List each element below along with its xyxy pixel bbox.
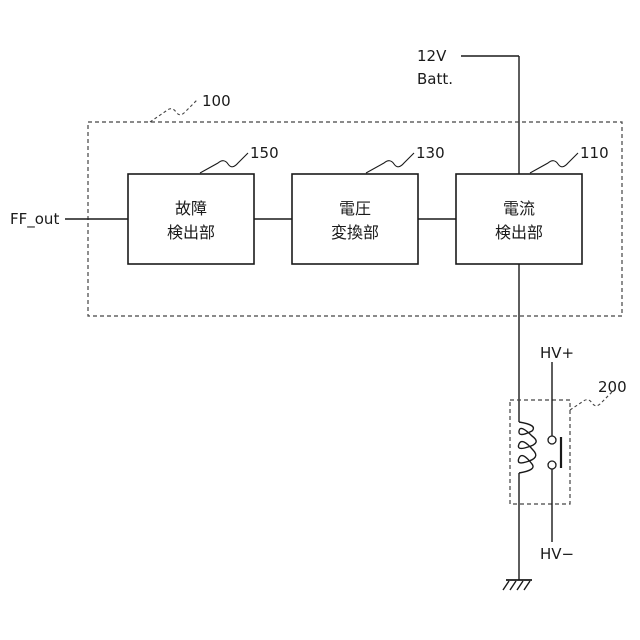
block-current-detect-box xyxy=(456,174,582,264)
block-fault-detect-box xyxy=(128,174,254,264)
block-150-leader xyxy=(200,153,248,173)
block-voltage-convert-box xyxy=(292,174,418,264)
contact-lower-terminal xyxy=(548,461,556,469)
block-voltage-convert-line1: 電圧 xyxy=(339,199,371,218)
block-110-ref: 110 xyxy=(580,144,609,162)
block-fault-detect-line2: 検出部 xyxy=(167,223,215,242)
supply-batt-label: Batt. xyxy=(417,70,453,88)
block-150-ref: 150 xyxy=(250,144,279,162)
module-100-leader xyxy=(150,100,197,122)
contact-upper-terminal xyxy=(548,436,556,444)
relay-200-ref: 200 xyxy=(598,378,627,396)
hv-minus-label: HV− xyxy=(540,545,574,563)
hv-plus-label: HV+ xyxy=(540,344,574,362)
block-voltage-convert-line2: 変換部 xyxy=(331,223,379,242)
relay-coil xyxy=(518,422,536,473)
block-current-detect-line1: 電流 xyxy=(503,199,535,218)
block-current-detect-line2: 検出部 xyxy=(495,223,543,242)
block-fault-detect-line1: 故障 xyxy=(175,199,207,218)
block-current-detect: 電流 検出部 xyxy=(456,174,582,264)
block-130-ref: 130 xyxy=(416,144,445,162)
block-130-leader xyxy=(366,153,414,173)
module-100-ref: 100 xyxy=(202,92,231,110)
block-fault-detect: 故障 検出部 xyxy=(128,174,254,264)
ff-out-label: FF_out xyxy=(10,210,59,229)
block-110-leader xyxy=(530,153,578,173)
block-voltage-convert: 電圧 変換部 xyxy=(292,174,418,264)
supply-voltage-label: 12V xyxy=(417,47,447,65)
ground-symbol xyxy=(503,580,532,590)
